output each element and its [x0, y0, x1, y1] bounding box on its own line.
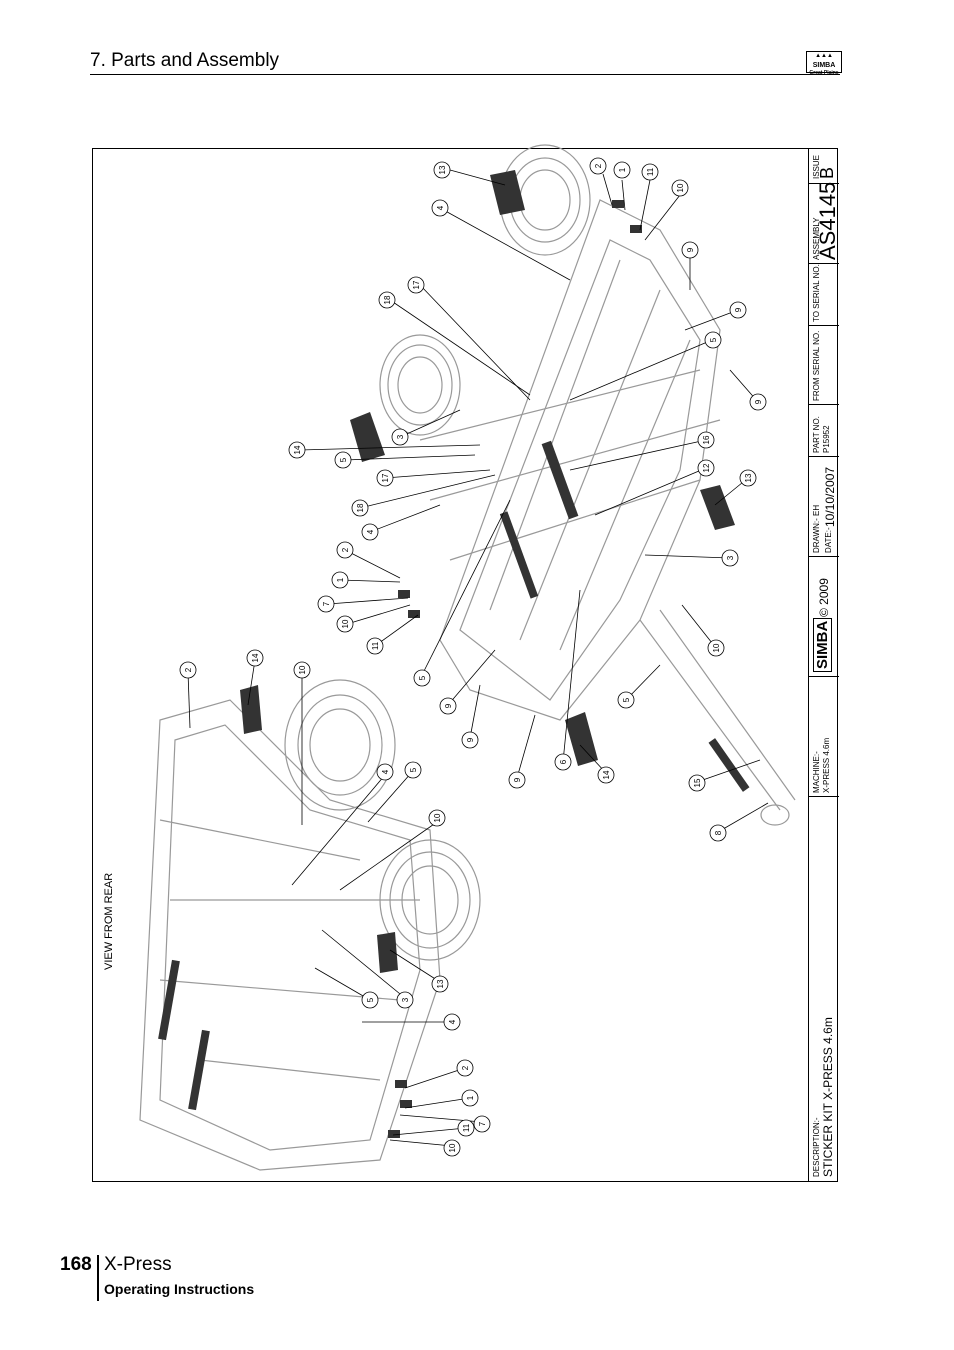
tb-assembly: ASSEMBLY AS4145	[809, 181, 840, 264]
callout-number: 10	[712, 643, 721, 652]
callout-number: 2	[341, 547, 350, 552]
part-no-label: PART NO.	[812, 416, 821, 453]
callout-number: 9	[513, 777, 522, 782]
assembly-value: AS4145	[815, 181, 840, 260]
callout-number: 10	[676, 183, 685, 192]
callout-number: 9	[686, 247, 695, 252]
callout-number: 13	[438, 165, 447, 174]
page-number: 168	[60, 1254, 92, 1275]
tyre-rear-bottom	[379, 839, 481, 961]
tb-issue: ISSUE B	[809, 149, 839, 184]
main-frame-outline	[419, 199, 721, 721]
tb-logo: SIMBA © 2009	[809, 557, 839, 677]
callout-number: 9	[734, 307, 743, 312]
callout-number: 17	[381, 473, 390, 482]
description-value: STICKER KIT X-PRESS 4.6m	[821, 1017, 835, 1177]
callout-numbers: 13 2 1 11 10 4 9 17 18 9 5 9 3 16 14 5 1…	[184, 163, 763, 1152]
brand-logo: ▲▲▲ SIMBA Great Plains	[806, 51, 842, 76]
brand-logo-name: SIMBA	[812, 62, 836, 69]
callout-number: 10	[433, 813, 442, 822]
callout-number: 16	[702, 435, 711, 444]
callout-number: 12	[702, 463, 711, 472]
callout-number: 14	[602, 770, 611, 779]
tyre-rear-top	[284, 679, 396, 811]
callout-number: 13	[436, 979, 445, 988]
callout-number: 2	[594, 163, 603, 168]
callout-number: 3	[726, 555, 735, 560]
callout-number: 5	[709, 337, 718, 342]
copyright: © 2009	[817, 578, 831, 617]
callout-number: 11	[371, 641, 380, 650]
callout-number: 5	[409, 767, 418, 772]
callout-number: 11	[646, 167, 655, 176]
callout-number: 8	[714, 830, 723, 835]
rear-frame-outline	[139, 699, 441, 1171]
leader-lines	[187, 169, 769, 1147]
tb-description: DESCRIPTION:- STICKER KIT X-PRESS 4.6m	[809, 797, 839, 1181]
tb-machine: MACHINE:- X-PRESS 4.6m	[809, 677, 839, 797]
callout-number: 4	[448, 1019, 457, 1024]
callout-number: 2	[184, 667, 193, 672]
tyre-top-left	[379, 334, 461, 436]
tb-drawn: DRAWN:- EH DATE:- 10/10/2007	[809, 457, 839, 557]
callout-number: 10	[448, 1143, 457, 1152]
callout-number: 11	[462, 1123, 471, 1132]
drawbar	[639, 609, 796, 826]
callout-number: 2	[461, 1065, 470, 1070]
to-serial-label: TO SERIAL NO.	[812, 264, 821, 322]
callout-number: 5	[339, 457, 348, 462]
title-block: ISSUE B ASSEMBLY AS4145 TO SERIAL NO. FR…	[808, 149, 840, 1181]
date-label: DATE:-	[824, 527, 833, 553]
callout-number: 5	[418, 675, 427, 680]
issue-value: B	[817, 166, 837, 179]
callout-number: 3	[401, 997, 410, 1002]
machine-label: MACHINE:-	[812, 751, 821, 793]
callout-number: 6	[559, 759, 568, 764]
simba-logo: SIMBA	[813, 617, 832, 672]
callout-number: 9	[444, 703, 453, 708]
callout-number: 13	[744, 473, 753, 482]
callout-number: 17	[412, 280, 421, 289]
callout-number: 9	[754, 399, 763, 404]
callout-number: 1	[618, 167, 627, 172]
callout-number: 5	[622, 697, 631, 702]
callout-number: 18	[356, 503, 365, 512]
callout-number: 14	[251, 653, 260, 662]
description-label: DESCRIPTION:-	[812, 1117, 821, 1177]
callout-number: 10	[298, 665, 307, 674]
callout-number: 7	[478, 1121, 487, 1126]
callout-number: 1	[466, 1095, 475, 1100]
tb-part-no: PART NO. P15952	[809, 405, 839, 457]
footer-divider	[97, 1255, 99, 1301]
callout-number: 3	[396, 434, 405, 439]
drawn-label: DRAWN:- EH	[812, 504, 821, 553]
drawing-frame	[92, 148, 838, 1182]
section-title: 7. Parts and Assembly	[90, 50, 280, 71]
footer-subtitle: Operating Instructions	[104, 1281, 255, 1297]
callout-number: 1	[336, 577, 345, 582]
sticker-marks	[158, 170, 750, 1138]
callout-number: 14	[293, 445, 302, 454]
callout-number: 4	[436, 205, 445, 210]
tb-from-serial: FROM SERIAL NO.	[809, 326, 839, 405]
view-label: VIEW FROM REAR	[103, 873, 115, 970]
part-no-value: P15952	[822, 425, 831, 453]
tb-to-serial: TO SERIAL NO.	[809, 264, 839, 326]
callout-number: 10	[341, 619, 350, 628]
machine-value: X-PRESS 4.6m	[822, 737, 831, 793]
callout-number: 7	[322, 601, 331, 606]
callout-number: 15	[693, 778, 702, 787]
callout-balloons	[179, 157, 767, 1157]
date-value: 10/10/2007	[823, 466, 837, 527]
footer-product: X-Press	[104, 1254, 172, 1275]
callout-number: 4	[366, 529, 375, 534]
header-rule	[90, 74, 840, 75]
callout-number: 9	[466, 737, 475, 742]
callout-number: 4	[381, 769, 390, 774]
callout-number: 18	[383, 295, 392, 304]
callout-number: 5	[366, 997, 375, 1002]
brand-logo-line2: Great Plains	[809, 70, 839, 76]
from-serial-label: FROM SERIAL NO.	[812, 330, 821, 401]
